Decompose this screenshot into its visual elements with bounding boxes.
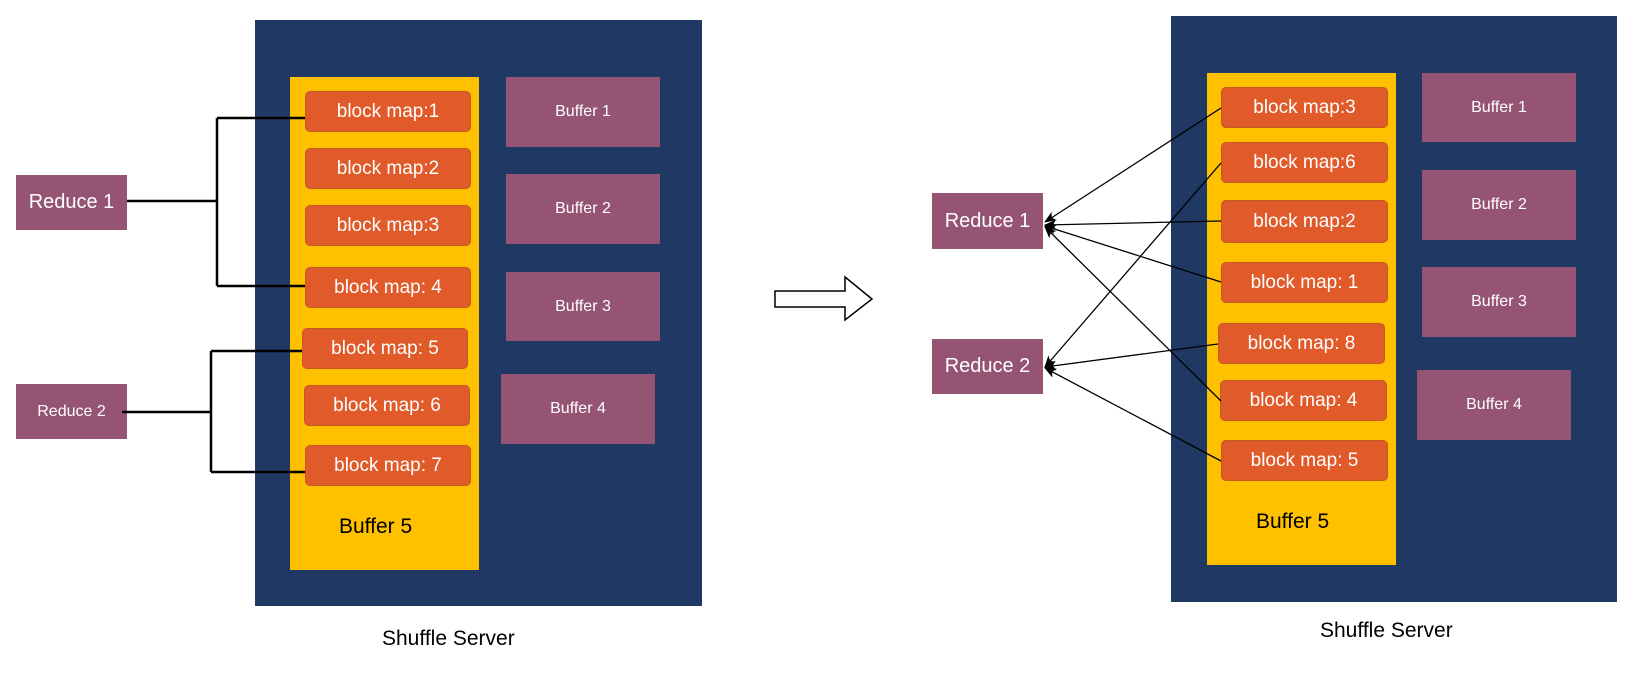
right-block-5: block map: 8 bbox=[1218, 323, 1385, 364]
left-reduce-2: Reduce 2 bbox=[16, 384, 127, 439]
right-reduce1-arrows bbox=[1044, 107, 1222, 402]
right-reduce-1: Reduce 1 bbox=[932, 193, 1043, 249]
right-block-7: block map: 5 bbox=[1221, 440, 1388, 481]
right-buffer5-label: Buffer 5 bbox=[1256, 510, 1330, 533]
arrow-block4-to-reduce1 bbox=[1044, 226, 1222, 402]
left-block-1: block map:1 bbox=[305, 91, 471, 132]
right-buffer-2: Buffer 2 bbox=[1422, 170, 1576, 240]
left-block-5: block map: 5 bbox=[302, 328, 468, 369]
right-block-1: block map:3 bbox=[1221, 87, 1388, 128]
left-buffer-3: Buffer 3 bbox=[506, 272, 660, 341]
left-reduce2-bracket bbox=[122, 349, 305, 474]
left-buffer5-label: Buffer 5 bbox=[339, 515, 413, 538]
left-buffer-1: Buffer 1 bbox=[506, 77, 660, 147]
right-reduce2-arrows bbox=[1044, 162, 1222, 462]
right-reduce-2: Reduce 2 bbox=[932, 339, 1043, 394]
left-buffer-4: Buffer 4 bbox=[501, 374, 655, 444]
transition-arrow-icon bbox=[774, 275, 874, 322]
right-buffer-3: Buffer 3 bbox=[1422, 267, 1576, 337]
arrow-block3-to-reduce1 bbox=[1044, 107, 1222, 223]
right-block-2: block map:6 bbox=[1221, 142, 1388, 183]
left-block-2: block map:2 bbox=[305, 148, 471, 189]
arrow-block1-to-reduce1 bbox=[1044, 224, 1222, 283]
left-reduce-1: Reduce 1 bbox=[16, 175, 127, 230]
right-buffer-4: Buffer 4 bbox=[1417, 370, 1571, 440]
arrow-block2-to-reduce1 bbox=[1044, 219, 1222, 230]
right-block-3: block map:2 bbox=[1221, 200, 1388, 243]
left-block-4: block map: 4 bbox=[305, 267, 471, 308]
left-block-6: block map: 6 bbox=[304, 385, 470, 426]
left-buffer-2: Buffer 2 bbox=[506, 174, 660, 244]
left-reduce1-bracket bbox=[127, 116, 305, 288]
right-shuffle-server-label: Shuffle Server bbox=[1320, 619, 1453, 642]
arrow-block8-to-reduce2 bbox=[1044, 343, 1219, 371]
left-shuffle-server-label: Shuffle Server bbox=[382, 627, 515, 650]
arrow-block5-to-reduce2 bbox=[1044, 367, 1222, 462]
left-block-7: block map: 7 bbox=[305, 445, 471, 486]
arrow-block6-to-reduce2 bbox=[1044, 162, 1222, 368]
right-buffer-1: Buffer 1 bbox=[1422, 73, 1576, 142]
left-block-3: block map:3 bbox=[305, 205, 471, 246]
right-block-4: block map: 1 bbox=[1221, 262, 1388, 303]
